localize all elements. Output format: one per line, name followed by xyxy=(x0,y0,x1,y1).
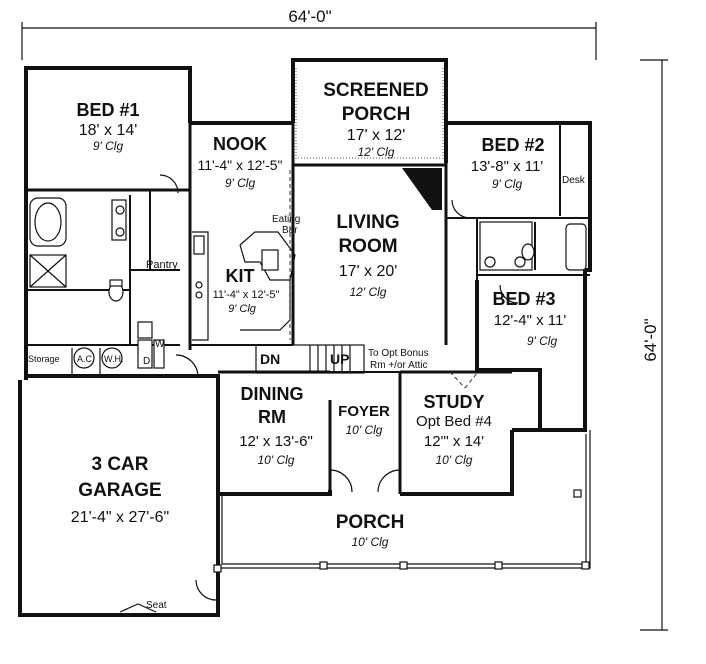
bonus-room-note: To Opt Bonus xyxy=(368,348,429,359)
svg-text:12'-4" x 11': 12'-4" x 11' xyxy=(494,312,567,329)
svg-text:KIT: KIT xyxy=(226,266,255,286)
svg-text:RM: RM xyxy=(258,407,286,427)
fireplace xyxy=(402,168,442,210)
svg-text:18' x 14': 18' x 14' xyxy=(79,122,138,139)
svg-text:PORCH: PORCH xyxy=(336,512,405,533)
svg-text:Opt Bed #4: Opt Bed #4 xyxy=(416,413,492,430)
svg-text:11'-4" x 12'-5": 11'-4" x 12'-5" xyxy=(213,289,280,301)
height-dimension: 64'-0" xyxy=(641,318,660,361)
svg-text:GARAGE: GARAGE xyxy=(78,480,161,501)
room-bed2: BED #2 13'-8" x 11' 9' Clg xyxy=(471,135,545,191)
seat-label: Seat xyxy=(146,600,167,611)
svg-text:ROOM: ROOM xyxy=(338,236,397,257)
dryer-label: D xyxy=(143,356,150,367)
room-living: LIVING ROOM 17' x 20' 12' Clg xyxy=(336,212,399,299)
svg-text:STUDY: STUDY xyxy=(423,392,484,412)
svg-text:DINING: DINING xyxy=(241,384,304,404)
front-porch xyxy=(213,430,591,573)
svg-text:10' Clg: 10' Clg xyxy=(436,453,473,467)
svg-text:NOOK: NOOK xyxy=(213,134,267,154)
svg-text:13'-8" x 11': 13'-8" x 11' xyxy=(471,158,544,175)
svg-text:BED #2: BED #2 xyxy=(481,135,544,155)
room-porch: PORCH 10' Clg xyxy=(336,512,405,549)
svg-text:LIVING: LIVING xyxy=(336,212,399,233)
stairs xyxy=(255,344,365,374)
svg-text:SCREENED: SCREENED xyxy=(323,80,429,101)
ac-label: A.C. xyxy=(77,354,95,364)
bath-fixtures xyxy=(29,197,587,302)
storage-label: Storage xyxy=(28,354,60,364)
room-bed3: BED #3 12'-4" x 11' 9' Clg xyxy=(492,289,566,348)
svg-text:17' x 20': 17' x 20' xyxy=(339,263,398,280)
stairs-up-label: UP xyxy=(330,351,349,367)
kitchen-counters xyxy=(192,231,296,341)
svg-text:12'" x 14': 12'" x 14' xyxy=(424,433,484,450)
width-dimension: 64'-0" xyxy=(288,7,331,26)
svg-text:BED #3: BED #3 xyxy=(492,289,555,309)
eating-bar-label-2: Bar xyxy=(282,225,298,236)
svg-text:17' x 12': 17' x 12' xyxy=(347,127,406,144)
svg-text:21'-4" x 27'-6": 21'-4" x 27'-6" xyxy=(71,509,169,526)
svg-text:10' Clg: 10' Clg xyxy=(346,423,383,437)
eating-bar-label: Eating xyxy=(272,214,300,225)
room-study: STUDY Opt Bed #4 12'" x 14' 10' Clg xyxy=(416,392,492,467)
svg-text:12' Clg: 12' Clg xyxy=(350,285,387,299)
svg-text:BED #1: BED #1 xyxy=(76,100,139,120)
room-nook: NOOK 11'-4" x 12'-5" 9' Clg xyxy=(197,134,282,190)
room-foyer: FOYER 10' Clg xyxy=(338,403,390,437)
svg-text:PORCH: PORCH xyxy=(342,104,411,125)
exterior-walls xyxy=(18,58,592,617)
svg-text:10' Clg: 10' Clg xyxy=(258,453,295,467)
svg-text:9' Clg: 9' Clg xyxy=(225,176,256,190)
stairs-down-label: DN xyxy=(260,351,280,367)
room-kitchen: KIT 11'-4" x 12'-5" 9' Clg xyxy=(213,266,280,315)
utility-fixtures xyxy=(71,321,165,374)
screen-panels xyxy=(295,68,444,160)
svg-text:9' Clg: 9' Clg xyxy=(492,177,523,191)
svg-text:9' Clg: 9' Clg xyxy=(527,334,558,348)
room-screened-porch: SCREENED PORCH 17' x 12' 12' Clg xyxy=(323,80,429,159)
svg-text:12' x 13'-6": 12' x 13'-6" xyxy=(239,433,313,450)
svg-text:10' Clg: 10' Clg xyxy=(352,535,389,549)
svg-text:9' Clg: 9' Clg xyxy=(228,303,257,315)
pantry-label: Pantry xyxy=(146,259,178,271)
svg-text:11'-4" x 12'-5": 11'-4" x 12'-5" xyxy=(197,157,282,173)
svg-text:12' Clg: 12' Clg xyxy=(358,145,395,159)
wh-label: W.H. xyxy=(104,354,124,364)
bonus-room-note-2: Rm +/or Attic xyxy=(370,360,428,371)
seat-marker xyxy=(119,603,157,613)
room-garage: 3 CAR GARAGE 21'-4" x 27'-6" xyxy=(71,454,169,526)
svg-text:9' Clg: 9' Clg xyxy=(93,139,124,153)
room-bed1: BED #1 18' x 14' 9' Clg xyxy=(76,100,139,153)
desk-label: Desk xyxy=(562,175,586,186)
svg-text:3 CAR: 3 CAR xyxy=(91,454,148,475)
washer-label: W xyxy=(155,339,165,350)
door-swings xyxy=(159,170,519,601)
dimension-lines xyxy=(21,22,668,631)
svg-text:FOYER: FOYER xyxy=(338,403,390,420)
room-dining: DINING RM 12' x 13'-6" 10' Clg xyxy=(239,384,313,467)
